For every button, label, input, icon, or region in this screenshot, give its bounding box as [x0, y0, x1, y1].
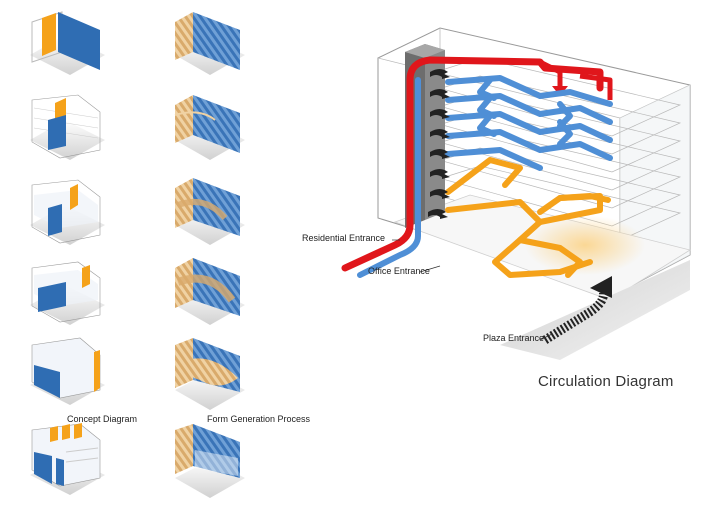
plaza-entrance-label: Plaza Entrance — [483, 333, 545, 343]
form-box-1 — [175, 12, 245, 75]
concept-box-5 — [30, 337, 105, 405]
form-generation-column — [174, 12, 245, 498]
concept-diagram-label: Concept Diagram — [67, 414, 138, 424]
plaza-leader — [539, 333, 553, 341]
residential-path — [341, 56, 604, 272]
concept-box-1 — [30, 11, 105, 75]
concept-box-6 — [30, 423, 105, 495]
concept-box-4 — [30, 261, 105, 325]
form-generation-label: Form Generation Process — [207, 414, 311, 424]
concept-diagram-column — [30, 11, 105, 495]
office-entrance-label: Office Entrance — [368, 266, 430, 276]
office-leader — [419, 265, 441, 273]
residential-entrance-label: Residential Entrance — [302, 233, 386, 243]
office-path — [357, 75, 613, 278]
circulation-diagram-title: Circulation Diagram — [538, 373, 674, 390]
core-arrows — [428, 69, 450, 219]
concept-box-2 — [30, 94, 105, 160]
form-box-2 — [174, 95, 245, 160]
form-box-6 — [175, 424, 245, 498]
concept-box-3 — [30, 179, 105, 245]
plaza-entrance-arrow — [542, 276, 612, 344]
orange-path — [445, 157, 611, 278]
form-box-5 — [175, 338, 245, 410]
form-box-3 — [175, 178, 245, 245]
circulation-diagram — [341, 27, 692, 360]
form-box-4 — [175, 258, 245, 325]
